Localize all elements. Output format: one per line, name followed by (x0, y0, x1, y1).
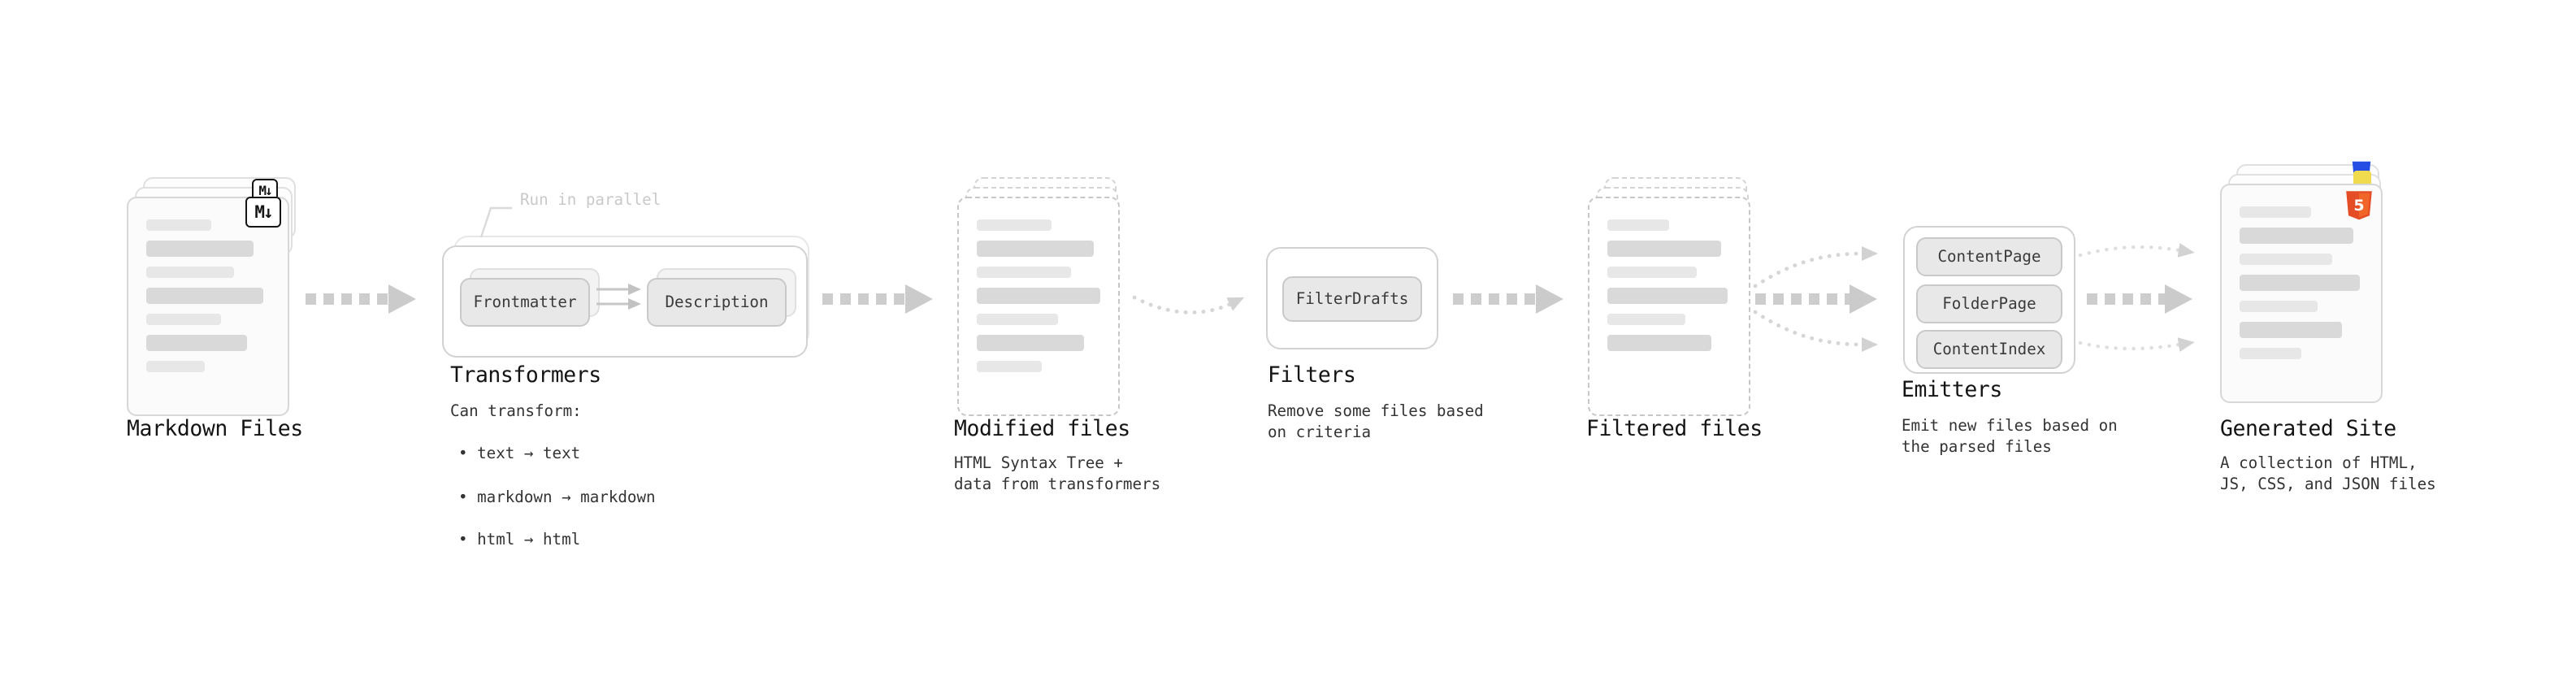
placeholder-line (977, 267, 1071, 278)
placeholder-line (1607, 267, 1697, 278)
stage-title-filtered-files: Filtered files (1586, 418, 1763, 442)
markdown-file-card: M↓ (127, 197, 289, 416)
generated-file-card: 5 (2220, 184, 2383, 403)
contentpage-emitter-card: ContentPage (1916, 237, 2062, 276)
placeholder-line (2240, 254, 2332, 265)
stage-title-filters: Filters (1268, 364, 1356, 388)
emitters-description: Emit new files based on the parsed files (1902, 418, 2118, 458)
arrow-contentindex-to-generated (2078, 337, 2195, 353)
filters-description: Remove some files based on criteria (1268, 403, 1484, 443)
placeholder-line (146, 335, 247, 351)
placeholder-line (2240, 275, 2360, 291)
doc-content-placeholder (2222, 185, 2381, 359)
placeholder-line (977, 361, 1042, 372)
doc-content-placeholder (1589, 198, 1749, 351)
placeholder-line (146, 314, 221, 325)
placeholder-line (146, 219, 211, 231)
placeholder-line (146, 241, 254, 257)
folderpage-emitter-card: FolderPage (1916, 284, 2062, 323)
stage-title-transformers: Transformers (450, 364, 601, 388)
placeholder-line (1607, 219, 1669, 231)
filterdrafts-card: FilterDrafts (1282, 276, 1422, 322)
contentindex-emitter-card: ContentIndex (1916, 330, 2062, 369)
stage-title-generated-site: Generated Site (2220, 418, 2396, 442)
placeholder-line (977, 314, 1058, 325)
placeholder-line (977, 219, 1052, 231)
placeholder-line (1607, 335, 1711, 351)
bullet-markdown-to-markdown: • markdown → markdown (458, 488, 656, 507)
placeholder-line (2240, 228, 2353, 244)
placeholder-line (146, 288, 263, 304)
description-transformer-card: Description (647, 278, 787, 327)
placeholder-line (2240, 301, 2318, 312)
placeholder-line (2240, 322, 2342, 338)
transformers-bullets: • text → text • markdown → markdown • ht… (458, 423, 656, 573)
placeholder-line (1607, 314, 1685, 325)
placeholder-line (2240, 348, 2301, 359)
placeholder-line (977, 241, 1094, 257)
placeholder-line (977, 335, 1084, 351)
run-in-parallel-connector-line (479, 206, 512, 238)
placeholder-line (2240, 206, 2311, 218)
arrow-contentpage-to-generated (2078, 242, 2195, 258)
html5-icon: 5 (2345, 190, 2373, 228)
arrow-modified-to-filters (1132, 295, 1245, 314)
arrow-filtered-to-contentindex (1753, 310, 1878, 352)
placeholder-line (146, 267, 234, 278)
stage-title-emitters: Emitters (1902, 379, 2002, 403)
html5-icon-number: 5 (2353, 197, 2364, 215)
frontmatter-transformer-card: Frontmatter (460, 278, 590, 327)
generated-site-description: A collection of HTML, JS, CSS, and JSON … (2220, 455, 2436, 495)
doc-content-placeholder (959, 198, 1118, 372)
placeholder-line (977, 288, 1100, 304)
stage-title-markdown-files: Markdown Files (127, 418, 303, 442)
stage-title-modified-files: Modified files (954, 418, 1130, 442)
filtered-file-card (1588, 197, 1750, 416)
run-in-parallel-annotation: Run in parallel (520, 192, 661, 210)
modified-files-description: HTML Syntax Tree + data from transformer… (954, 455, 1161, 495)
doc-content-placeholder (128, 198, 288, 372)
modified-file-card (957, 197, 1120, 416)
transformers-desc-heading: Can transform: (450, 403, 582, 421)
placeholder-line (1607, 288, 1728, 304)
bullet-html-to-html: • html → html (458, 531, 581, 550)
markdown-icon: M↓ (245, 197, 281, 228)
arrow-filtered-to-contentpage (1753, 246, 1878, 288)
placeholder-line (146, 361, 205, 372)
placeholder-line (1607, 241, 1721, 257)
bullet-text-to-text: • text → text (458, 445, 581, 464)
